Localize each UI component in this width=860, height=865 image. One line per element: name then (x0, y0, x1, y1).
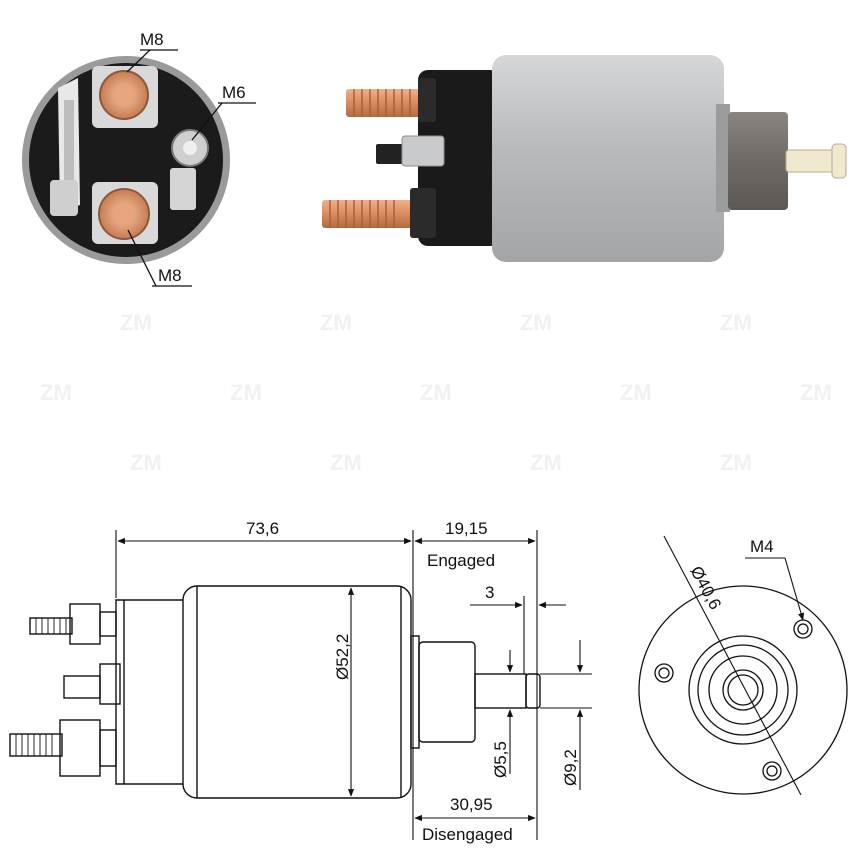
watermark-text: ZM (530, 450, 562, 475)
label-m8-top: M8 (140, 30, 164, 49)
end-plunger-collar (708, 655, 778, 725)
watermark-text: ZM (420, 380, 452, 405)
watermark-text: ZM (320, 310, 352, 335)
dim-length: 73,6 (246, 519, 279, 538)
leader-m8-bottom (127, 229, 157, 287)
terminal-cap (418, 70, 500, 246)
drawing-cap (115, 599, 183, 785)
plunger-sleeve (728, 112, 788, 210)
terminal-top-stud (113, 84, 135, 106)
watermark-text: ZM (130, 450, 162, 475)
bolt-hole-2 (654, 663, 674, 683)
dim-line-bolt-circle (663, 535, 802, 796)
watermark-text: ZM (620, 380, 652, 405)
cap-boss-top (418, 78, 436, 122)
dimensions-side (115, 530, 592, 840)
drawing-body (182, 585, 412, 799)
stud-bottom (322, 200, 414, 228)
label-engaged: Engaged (427, 551, 495, 570)
bolt-hole-3-inner (766, 765, 778, 777)
solenoid-body (492, 55, 724, 262)
drawing-plunger-tip (525, 673, 541, 709)
label-m8-bottom: M8 (158, 266, 182, 285)
label-disengaged: Disengaged (422, 825, 513, 844)
drawing-flange (410, 635, 420, 749)
drawing-mid-stud (63, 675, 101, 699)
dim-disengaged-travel: 30,95 (450, 795, 493, 814)
dim-bolt-circle: Ø40,6 (686, 563, 725, 613)
bolt-hole-1 (793, 619, 813, 639)
end-sleeve-outer (688, 635, 798, 745)
dim-shaft-diameter: Ø5,5 (491, 741, 510, 778)
watermark-text: ZM (230, 380, 262, 405)
leader-m6 (191, 102, 223, 141)
end-plunger-tip (722, 669, 764, 711)
drawing-end-view (638, 535, 848, 796)
watermark-text: ZM (800, 380, 832, 405)
drawing-nut-top (69, 603, 101, 645)
lead-strip (64, 100, 74, 195)
stud-threads (329, 89, 411, 228)
cap-boss-bottom (410, 188, 436, 238)
watermark-text: ZM (40, 380, 72, 405)
leader-m8-top (126, 49, 151, 73)
drawing-washer-bottom (99, 729, 117, 767)
mid-stud-nut (401, 135, 445, 167)
watermark-text: ZM (720, 310, 752, 335)
drawing-threads (15, 618, 67, 756)
bolt-hole-3 (762, 761, 782, 781)
dim-step: 3 (485, 583, 494, 602)
drawing-side-view (9, 585, 541, 799)
solder-joint (50, 180, 78, 216)
drawing-stud-bottom (9, 733, 63, 757)
terminal-mid-stud (183, 141, 197, 155)
leader-m4 (784, 557, 805, 621)
bolt-hole-1-inner (797, 623, 809, 635)
drawing-nut-bottom (59, 719, 101, 777)
drawing-stud-top (29, 617, 73, 635)
drawing-mid-nut (99, 663, 121, 705)
photo-side-view (322, 55, 847, 262)
drawing-washer-top (99, 611, 117, 637)
drawing-plunger-shaft (474, 673, 527, 709)
dim-tip-diameter: Ø9,2 (561, 749, 580, 786)
body-lip (716, 104, 730, 212)
label-m6: M6 (222, 83, 246, 102)
drawing-sleeve (418, 641, 476, 743)
bracket (170, 168, 196, 210)
plunger-head (831, 143, 847, 179)
watermark-text: ZM (520, 310, 552, 335)
watermark-text: ZM (720, 450, 752, 475)
end-sleeve-ring (697, 644, 789, 736)
terminal-bottom-stud (113, 203, 135, 225)
label-m4: M4 (750, 537, 774, 556)
end-plunger-bore (727, 674, 759, 706)
spade-terminal (376, 144, 406, 164)
end-flange-outline (638, 585, 848, 795)
dim-body-diameter: Ø52,2 (333, 634, 352, 680)
photo-end-view: M8 M6 M8 (22, 30, 256, 287)
bolt-hole-2-inner (658, 667, 670, 679)
dim-engaged-travel: 19,15 (445, 519, 488, 538)
watermark-text: ZM (120, 310, 152, 335)
watermark-text: ZM (330, 450, 362, 475)
